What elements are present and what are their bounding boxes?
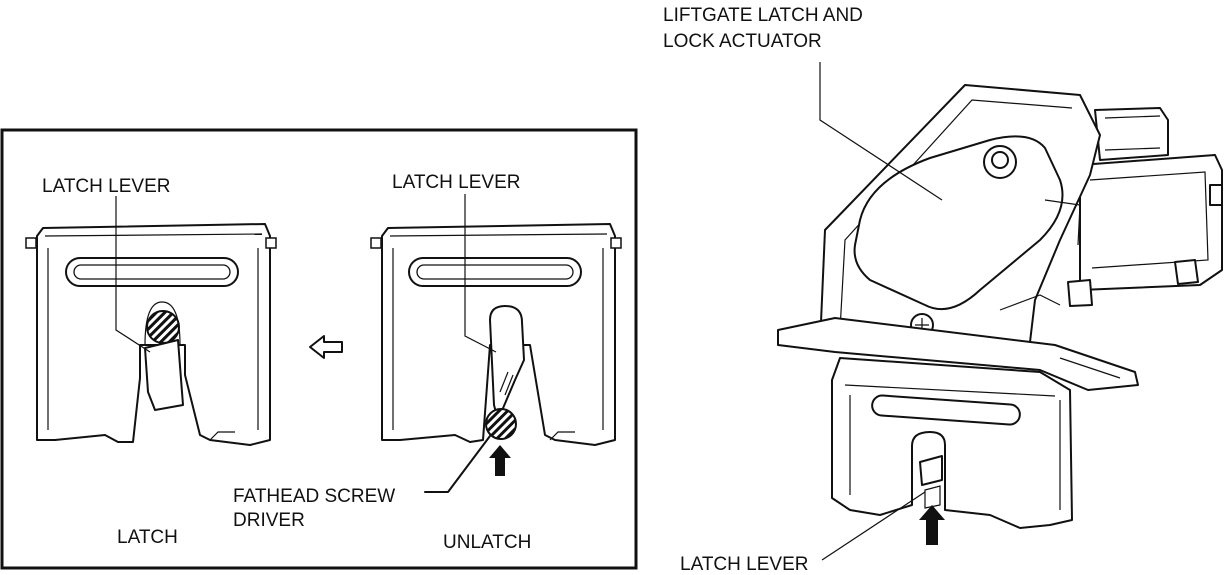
latch-lever-label-left: LATCH LEVER — [42, 176, 170, 197]
latch-slot — [65, 257, 239, 287]
liftgate-latch-actuator — [777, 84, 1223, 529]
unlatch-state-label: UNLATCH — [443, 532, 531, 553]
latch-state-label: LATCH — [117, 527, 178, 548]
push-arrow-icon — [489, 445, 511, 476]
screwdriver-label-line2: DRIVER — [233, 510, 305, 531]
leader-line — [821, 491, 926, 561]
hatched-screwdriver-tip-icon — [485, 408, 517, 440]
actuator-title-line1: LIFTGATE LATCH AND — [663, 5, 863, 26]
push-arrow-icon — [919, 505, 945, 545]
latch-mechanism-latched — [25, 223, 277, 446]
screwdriver-label-line1: FATHEAD SCREW — [233, 486, 395, 507]
leader-line — [424, 435, 491, 493]
leader-line — [819, 62, 943, 201]
diagram-frame — [0, 128, 638, 570]
direction-arrow-icon — [309, 335, 343, 359]
leader-line — [115, 196, 151, 353]
actuator-title-line2: LOCK ACTUATOR — [663, 31, 822, 52]
latch-lever-label-actuator: LATCH LEVER — [680, 554, 808, 575]
actuator-cover — [853, 135, 1064, 311]
leader-line — [464, 194, 497, 353]
hatched-screwdriver-tip-icon — [146, 310, 180, 344]
latch-lever-label-right: LATCH LEVER — [392, 172, 520, 193]
latch-slot — [871, 394, 1021, 426]
latch-mechanism-unlatched — [370, 223, 622, 446]
